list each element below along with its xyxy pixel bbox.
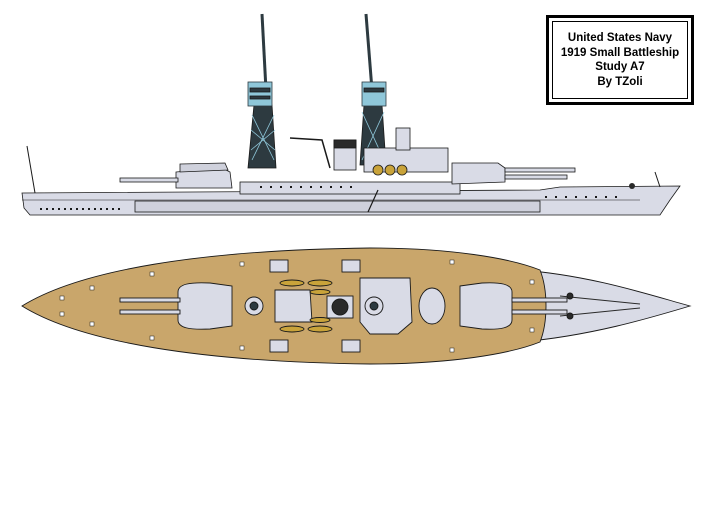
side-boats: [372, 164, 408, 176]
top-boats: [279, 279, 333, 333]
title-box: United States Navy 1919 Small Battleship…: [546, 15, 694, 105]
side-armor-belt: [134, 200, 541, 213]
title-line-navy: United States Navy: [567, 32, 673, 44]
top-deck-fittings: [59, 259, 535, 353]
top-secondary-mounts: [269, 259, 361, 353]
side-anchor: [629, 183, 635, 189]
title-box-inner-frame: United States Navy 1919 Small Battleship…: [552, 21, 688, 99]
side-aft-fire-control-top: [247, 81, 273, 107]
stern-flagstaff: [26, 145, 36, 194]
title-line-author: By TZoli: [597, 75, 643, 88]
title-line-study: Study A7: [595, 61, 645, 73]
top-turret-fwd: [459, 282, 513, 330]
side-fwd-fire-control-top: [361, 81, 387, 107]
top-turret-aft: [177, 282, 233, 330]
top-bridge-deck: [359, 277, 413, 335]
top-boat-deck: [274, 289, 313, 323]
top-conning-tower: [418, 287, 446, 325]
side-boat-crane: [289, 137, 331, 169]
top-anchor-chains: [559, 295, 641, 317]
side-portholes: [40, 186, 617, 210]
title-line-design: 1919 Small Battleship: [560, 46, 680, 59]
top-bow-forecastle: [519, 269, 692, 343]
